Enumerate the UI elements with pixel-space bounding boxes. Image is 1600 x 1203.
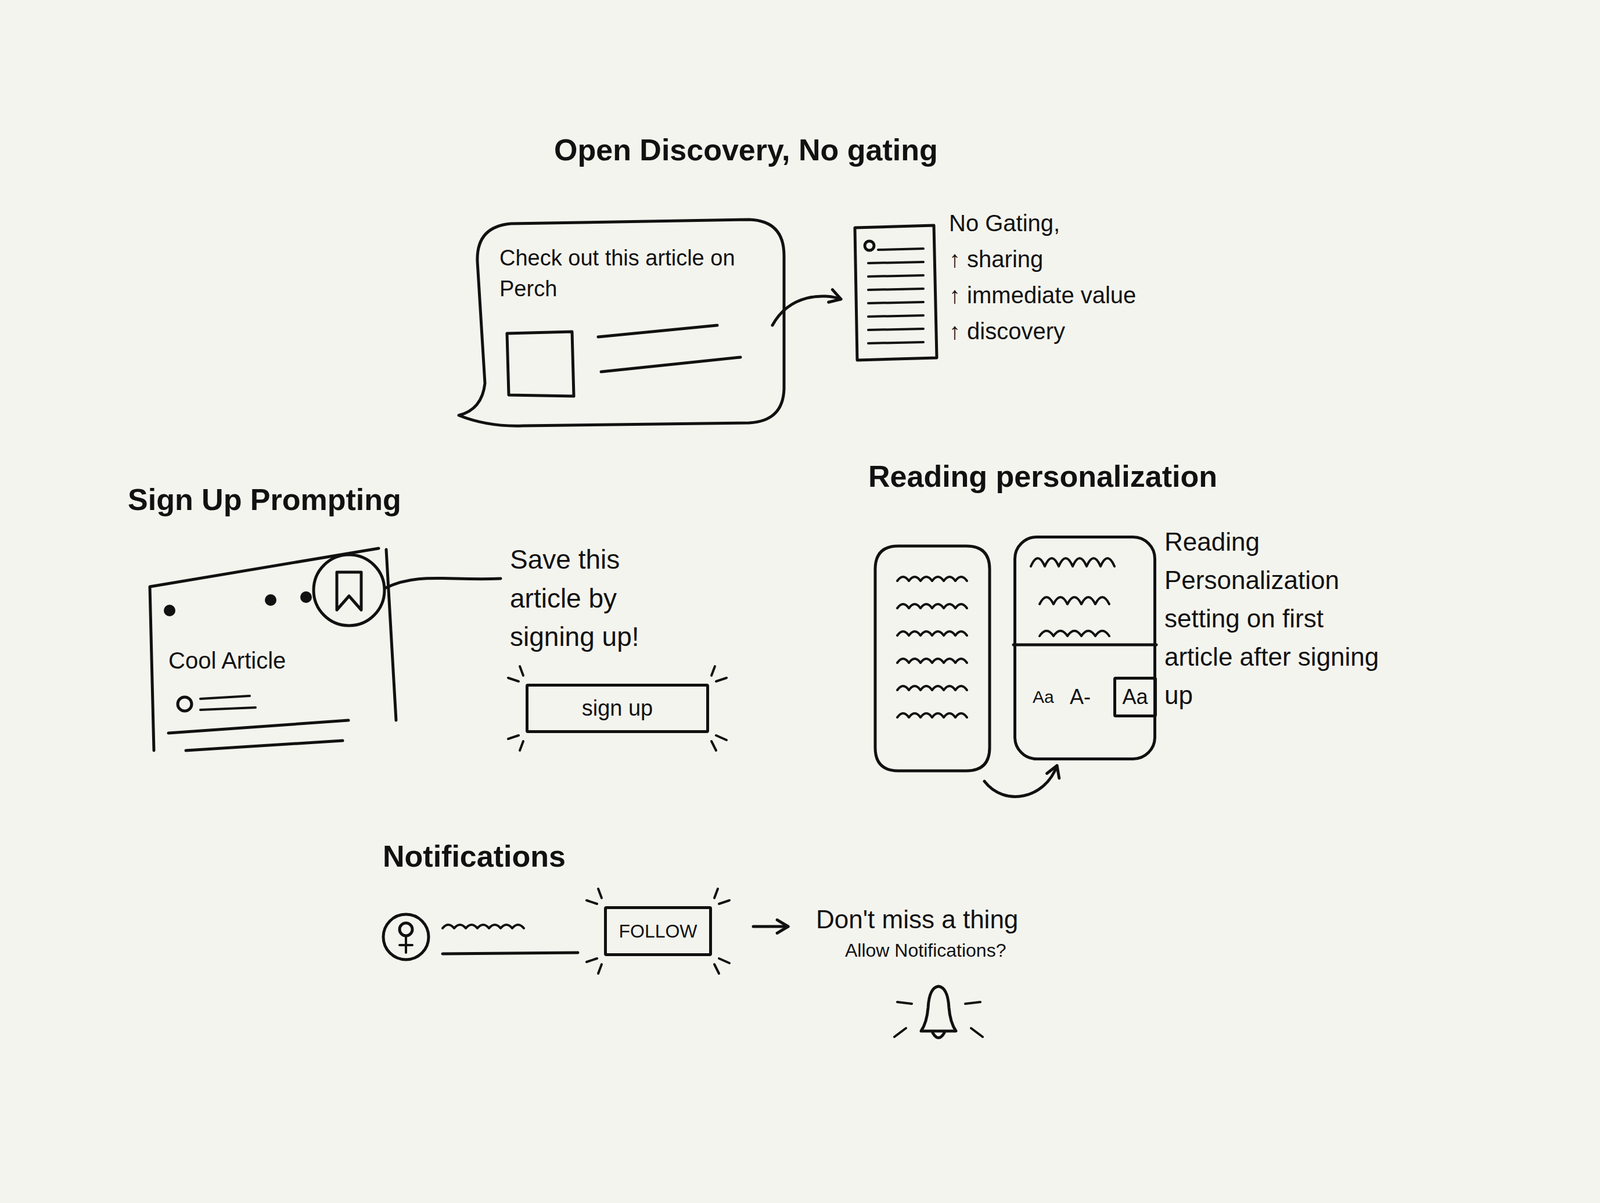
sparkle-tick: [598, 964, 602, 974]
section-heading: Open Discovery, No gating: [554, 132, 938, 168]
text-line: [868, 328, 924, 330]
node-text: Cool Article: [168, 644, 343, 677]
sparkle-tick: [718, 958, 730, 963]
transition-arrow: [984, 765, 1057, 797]
avatar-dot: [864, 241, 875, 251]
arrow-head: [777, 919, 789, 934]
phone-settings: Aa A- Aa: [1013, 535, 1157, 761]
text-line: [200, 707, 256, 710]
profile-avatar: [383, 914, 429, 960]
text-line: [868, 288, 924, 290]
speech-bubble-box: Check out this article on Perch: [474, 219, 785, 424]
sparkle-tick: [508, 735, 519, 739]
sparkle-tick: [586, 958, 598, 962]
section-heading: Reading personalization: [868, 458, 1218, 494]
sparkle-tick: [714, 964, 719, 974]
article-card-edge: [386, 549, 397, 721]
sparkle-tick: [586, 900, 598, 904]
text-squiggle: [897, 658, 967, 663]
text-squiggle: [897, 576, 967, 581]
font-size-option: Aa: [1113, 676, 1157, 718]
text-line: [878, 248, 924, 250]
bell-clapper: [932, 1032, 945, 1038]
text-line: [868, 275, 924, 277]
profile-head: [399, 922, 413, 936]
text-line: [200, 695, 250, 699]
node-text: Check out this article on Perch: [499, 242, 755, 305]
section-heading: Notifications: [382, 838, 566, 874]
text-line: [868, 301, 924, 304]
settings-divider: [1013, 643, 1157, 647]
sparkle-tick: [519, 666, 524, 676]
text-squiggle: [897, 631, 967, 636]
text-line: [868, 315, 924, 317]
name-squiggle: [442, 924, 524, 929]
text-squiggle: [897, 603, 967, 609]
sparkle-tick: [711, 741, 717, 751]
sparkle-tick: [711, 666, 715, 676]
dot: [300, 591, 312, 603]
text-line: [868, 261, 924, 264]
node-text: A-: [1069, 682, 1091, 712]
node-text: FOLLOW: [618, 920, 697, 942]
text-line: [598, 325, 718, 337]
section-heading: Sign Up Prompting: [127, 482, 402, 517]
benefit-note: ↑ immediate value: [948, 282, 1136, 309]
text-squiggle: [1039, 630, 1110, 636]
text-squiggle: [1039, 597, 1110, 604]
benefit-note: No Gating,: [948, 210, 1060, 237]
text-squiggle: [897, 713, 967, 718]
speech-bubble: [458, 219, 785, 426]
sparkle-tick: [714, 888, 718, 898]
follow-button: FOLLOW: [603, 905, 713, 956]
sparkle-tick: [508, 677, 519, 682]
sparkle-tick: [718, 900, 730, 904]
leader-line: [385, 577, 501, 588]
text-line: [442, 952, 578, 954]
prompt-text: Allow Notifications?: [845, 939, 1006, 962]
sparkle-tick: [598, 888, 602, 898]
text-line: [601, 357, 741, 372]
sign-up-button: sign up: [525, 683, 710, 733]
article-card-edge: [149, 548, 379, 751]
arrow-head: [828, 289, 841, 303]
callout-note: Reading Personalization setting on first…: [1164, 522, 1397, 715]
node-text: sign up: [581, 695, 654, 721]
prompt-text: Don't miss a thing: [815, 904, 1019, 934]
node-text: Aa: [1032, 684, 1055, 710]
sparkle-tick: [519, 741, 524, 751]
bell-icon: [921, 986, 956, 1031]
notify-arrow: [753, 925, 789, 929]
phone-outline: [875, 545, 990, 771]
callout-note: Save this article by signing up!: [509, 540, 673, 657]
text-squiggle: [1030, 558, 1115, 567]
article-page: [854, 225, 937, 361]
benefit-note: ↑ sharing: [948, 246, 1044, 273]
text-line: [185, 740, 343, 751]
benefit-note: ↑ discovery: [948, 318, 1066, 345]
sparkle-tick: [716, 735, 727, 740]
dot: [163, 604, 176, 617]
bell-ring-ticks: [894, 1001, 983, 1037]
arrow-head: [1047, 765, 1060, 779]
bookmark-icon: [336, 572, 362, 610]
sparkle-tick: [716, 677, 727, 682]
bookmark-highlight: [313, 554, 385, 626]
dot: [264, 594, 277, 606]
text-line: [168, 720, 349, 733]
article-card: Cool Article: [148, 548, 397, 751]
text-squiggle: [897, 685, 967, 690]
thumbnail-square: [507, 331, 574, 397]
node-text: Aa: [1122, 684, 1148, 710]
profile-body: [399, 935, 413, 953]
text-line: [868, 342, 924, 344]
author-avatar: [177, 696, 192, 711]
